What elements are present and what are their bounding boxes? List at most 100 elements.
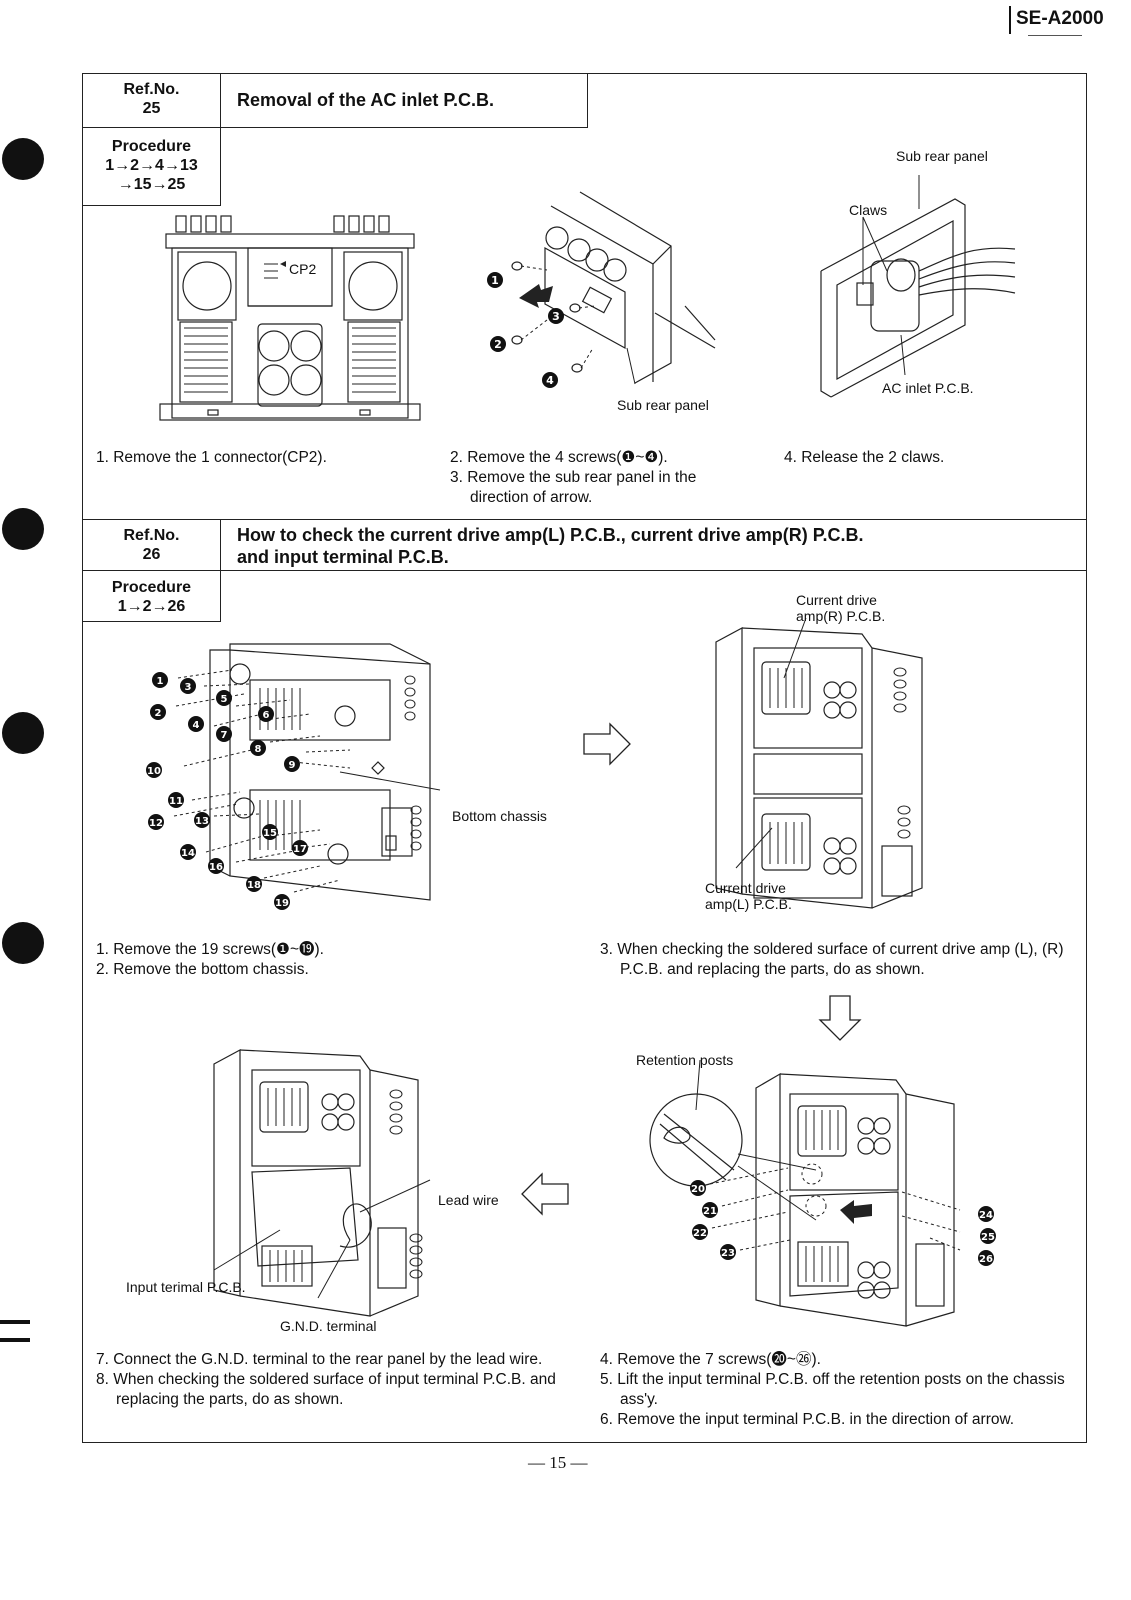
binder-mark [0,1320,30,1324]
steps-26-7: 7. Connect the G.N.D. terminal to the re… [96,1350,586,1410]
sub-rear-panel-screws-diagram: 1 2 3 4 [487,191,716,388]
binder-hole [2,712,44,754]
binder-hole [2,508,44,550]
current-drive-l-label: Current drive amp(L) P.C.B. [705,880,792,912]
step-text: 3. When checking the soldered surface of… [600,941,1064,978]
svg-text:2: 2 [155,708,162,719]
procedure-sequence: →15→25 [117,176,186,193]
step-text: 2. Remove the 4 screws(❶~❹). [450,449,668,466]
section-rule [82,519,1087,520]
svg-text:9: 9 [289,760,296,771]
lead-wire-label: Lead wire [438,1192,499,1208]
retention-posts-screws-diagram: 20 21 22 23 24 25 26 [649,1059,996,1327]
svg-text:13: 13 [195,816,209,827]
ref-label: Ref.No. [123,527,180,544]
page-number: — 15 — [528,1453,588,1472]
step-text: 6. Remove the input terminal P.C.B. in t… [600,1411,1015,1428]
label-line: Current drive [796,592,877,608]
svg-text:7: 7 [221,730,228,741]
procedure-25: Procedure 1→2→4→13 →15→25 [83,137,220,194]
svg-text:4: 4 [546,374,554,387]
current-drive-r-label: Current drive amp(R) P.C.B. [796,592,885,624]
model-separator [1009,6,1011,34]
svg-text:2: 2 [494,338,502,351]
svg-text:21: 21 [703,1206,717,1217]
steps-25c: 4. Release the 2 claws. [784,448,1044,468]
step-text: 8. When checking the soldered surface of… [96,1371,556,1408]
svg-text:12: 12 [149,818,163,829]
step-text: 2. Remove the bottom chassis. [96,961,309,978]
step-text: 1. Remove the 19 screws(❶~⓳). [96,941,324,958]
svg-text:8: 8 [255,744,262,755]
steps-25b: 2. Remove the 4 screws(❶~❹). 3. Remove t… [450,448,750,508]
arrow-down-icon [818,995,862,1041]
model-underline [1028,35,1082,36]
ref-label: Ref.No. [123,81,180,98]
svg-text:4: 4 [193,720,200,731]
label-line: Current drive [705,880,786,896]
arrow-left-icon [521,1172,569,1216]
cp2-label: CP2 [289,261,317,277]
arrow-right-icon [583,722,631,766]
sub-rear-panel-label-2: Sub rear panel [896,148,988,164]
sub-rear-panel-label: Sub rear panel [617,397,709,413]
label-line: amp(L) P.C.B. [705,896,792,912]
svg-text:3: 3 [185,682,192,693]
svg-text:22: 22 [693,1228,707,1239]
page-frame [82,73,1087,1443]
svg-text:3: 3 [552,310,560,323]
svg-text:23: 23 [721,1248,735,1259]
step-text: 5. Lift the input terminal P.C.B. off th… [600,1371,1065,1408]
procedure-rule [82,621,221,622]
input-terminal-lead-wire-diagram [213,1048,431,1317]
step-text: 1. Remove the 1 connector(CP2). [96,449,327,466]
ref-no-26: Ref.No. 26 [83,526,220,564]
procedure-rule [82,205,221,206]
steps-26-3: 3. When checking the soldered surface of… [600,940,1070,980]
input-terminal-label: Input terimal P.C.B. [126,1279,246,1295]
svg-text:11: 11 [169,796,183,807]
title-line: How to check the current drive amp(L) P.… [237,525,864,545]
svg-text:20: 20 [691,1184,705,1195]
svg-text:17: 17 [293,844,307,855]
step-text: 4. Remove the 7 screws(⓴~㉖). [600,1351,821,1368]
header-divider [587,73,588,128]
gnd-terminal-label: G.N.D. terminal [280,1318,377,1334]
svg-text:14: 14 [181,848,195,859]
header-divider [220,73,221,127]
label-line: amp(R) P.C.B. [796,608,886,624]
steps-26-4: 4. Remove the 7 screws(⓴~㉖). 5. Lift the… [600,1350,1080,1430]
svg-text:26: 26 [979,1254,993,1265]
section-title-26: How to check the current drive amp(L) P.… [237,524,863,568]
title-line: and input terminal P.C.B. [237,547,449,567]
step-text: 3. Remove the sub rear panel in the dire… [450,469,697,506]
procedure-sequence: 1→2→26 [117,598,186,615]
binder-mark [0,1338,30,1342]
svg-text:18: 18 [247,880,261,891]
ac-inlet-label: AC inlet P.C.B. [882,380,974,396]
ac-inlet-claws-diagram [820,175,1016,398]
binder-hole [2,138,44,180]
svg-text:5: 5 [221,694,228,705]
section-title-25: Removal of the AC inlet P.C.B. [237,90,495,110]
svg-text:16: 16 [209,862,223,873]
procedure-sequence: 1→2→4→13 [105,157,198,174]
ref-number: 25 [142,100,161,117]
procedure-label: Procedure [111,579,192,596]
amplifier-top-view-diagram [159,215,421,421]
bottom-chassis-screws-diagram: 1 3 2 5 4 6 7 8 9 10 11 12 13 14 15 16 1… [146,643,441,910]
ref-no-25: Ref.No. 25 [83,80,220,118]
svg-text:6: 6 [263,710,270,721]
svg-text:24: 24 [979,1210,993,1221]
bottom-chassis-label: Bottom chassis [452,808,547,824]
retention-posts-label: Retention posts [636,1052,734,1068]
svg-text:1: 1 [491,274,499,287]
steps-25a: 1. Remove the 1 connector(CP2). [96,448,416,468]
current-drive-amp-diagram [715,617,923,909]
step-text: 7. Connect the G.N.D. terminal to the re… [96,1351,543,1368]
binder-hole [2,922,44,964]
step-text: 4. Release the 2 claws. [784,449,945,466]
header-rule [82,127,588,128]
ref-number: 26 [142,546,161,563]
procedure-26: Procedure 1→2→26 [83,578,220,616]
